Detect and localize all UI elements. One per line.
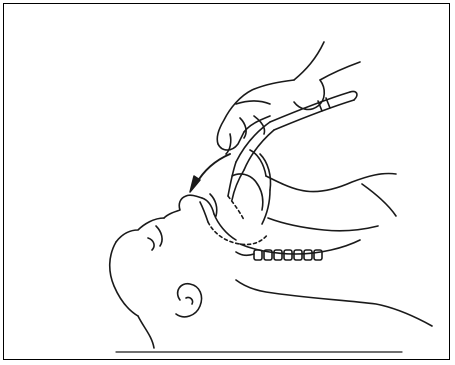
laryngoscope-handle-icon [228, 91, 357, 200]
figure-frame [3, 3, 450, 360]
neck-icon [116, 173, 432, 352]
patient-head-icon [110, 194, 236, 348]
gloved-hand-icon [217, 42, 360, 154]
airway-icon [208, 150, 271, 245]
direction-arrow-icon [190, 154, 230, 192]
intubation-illustration-icon [4, 4, 451, 361]
